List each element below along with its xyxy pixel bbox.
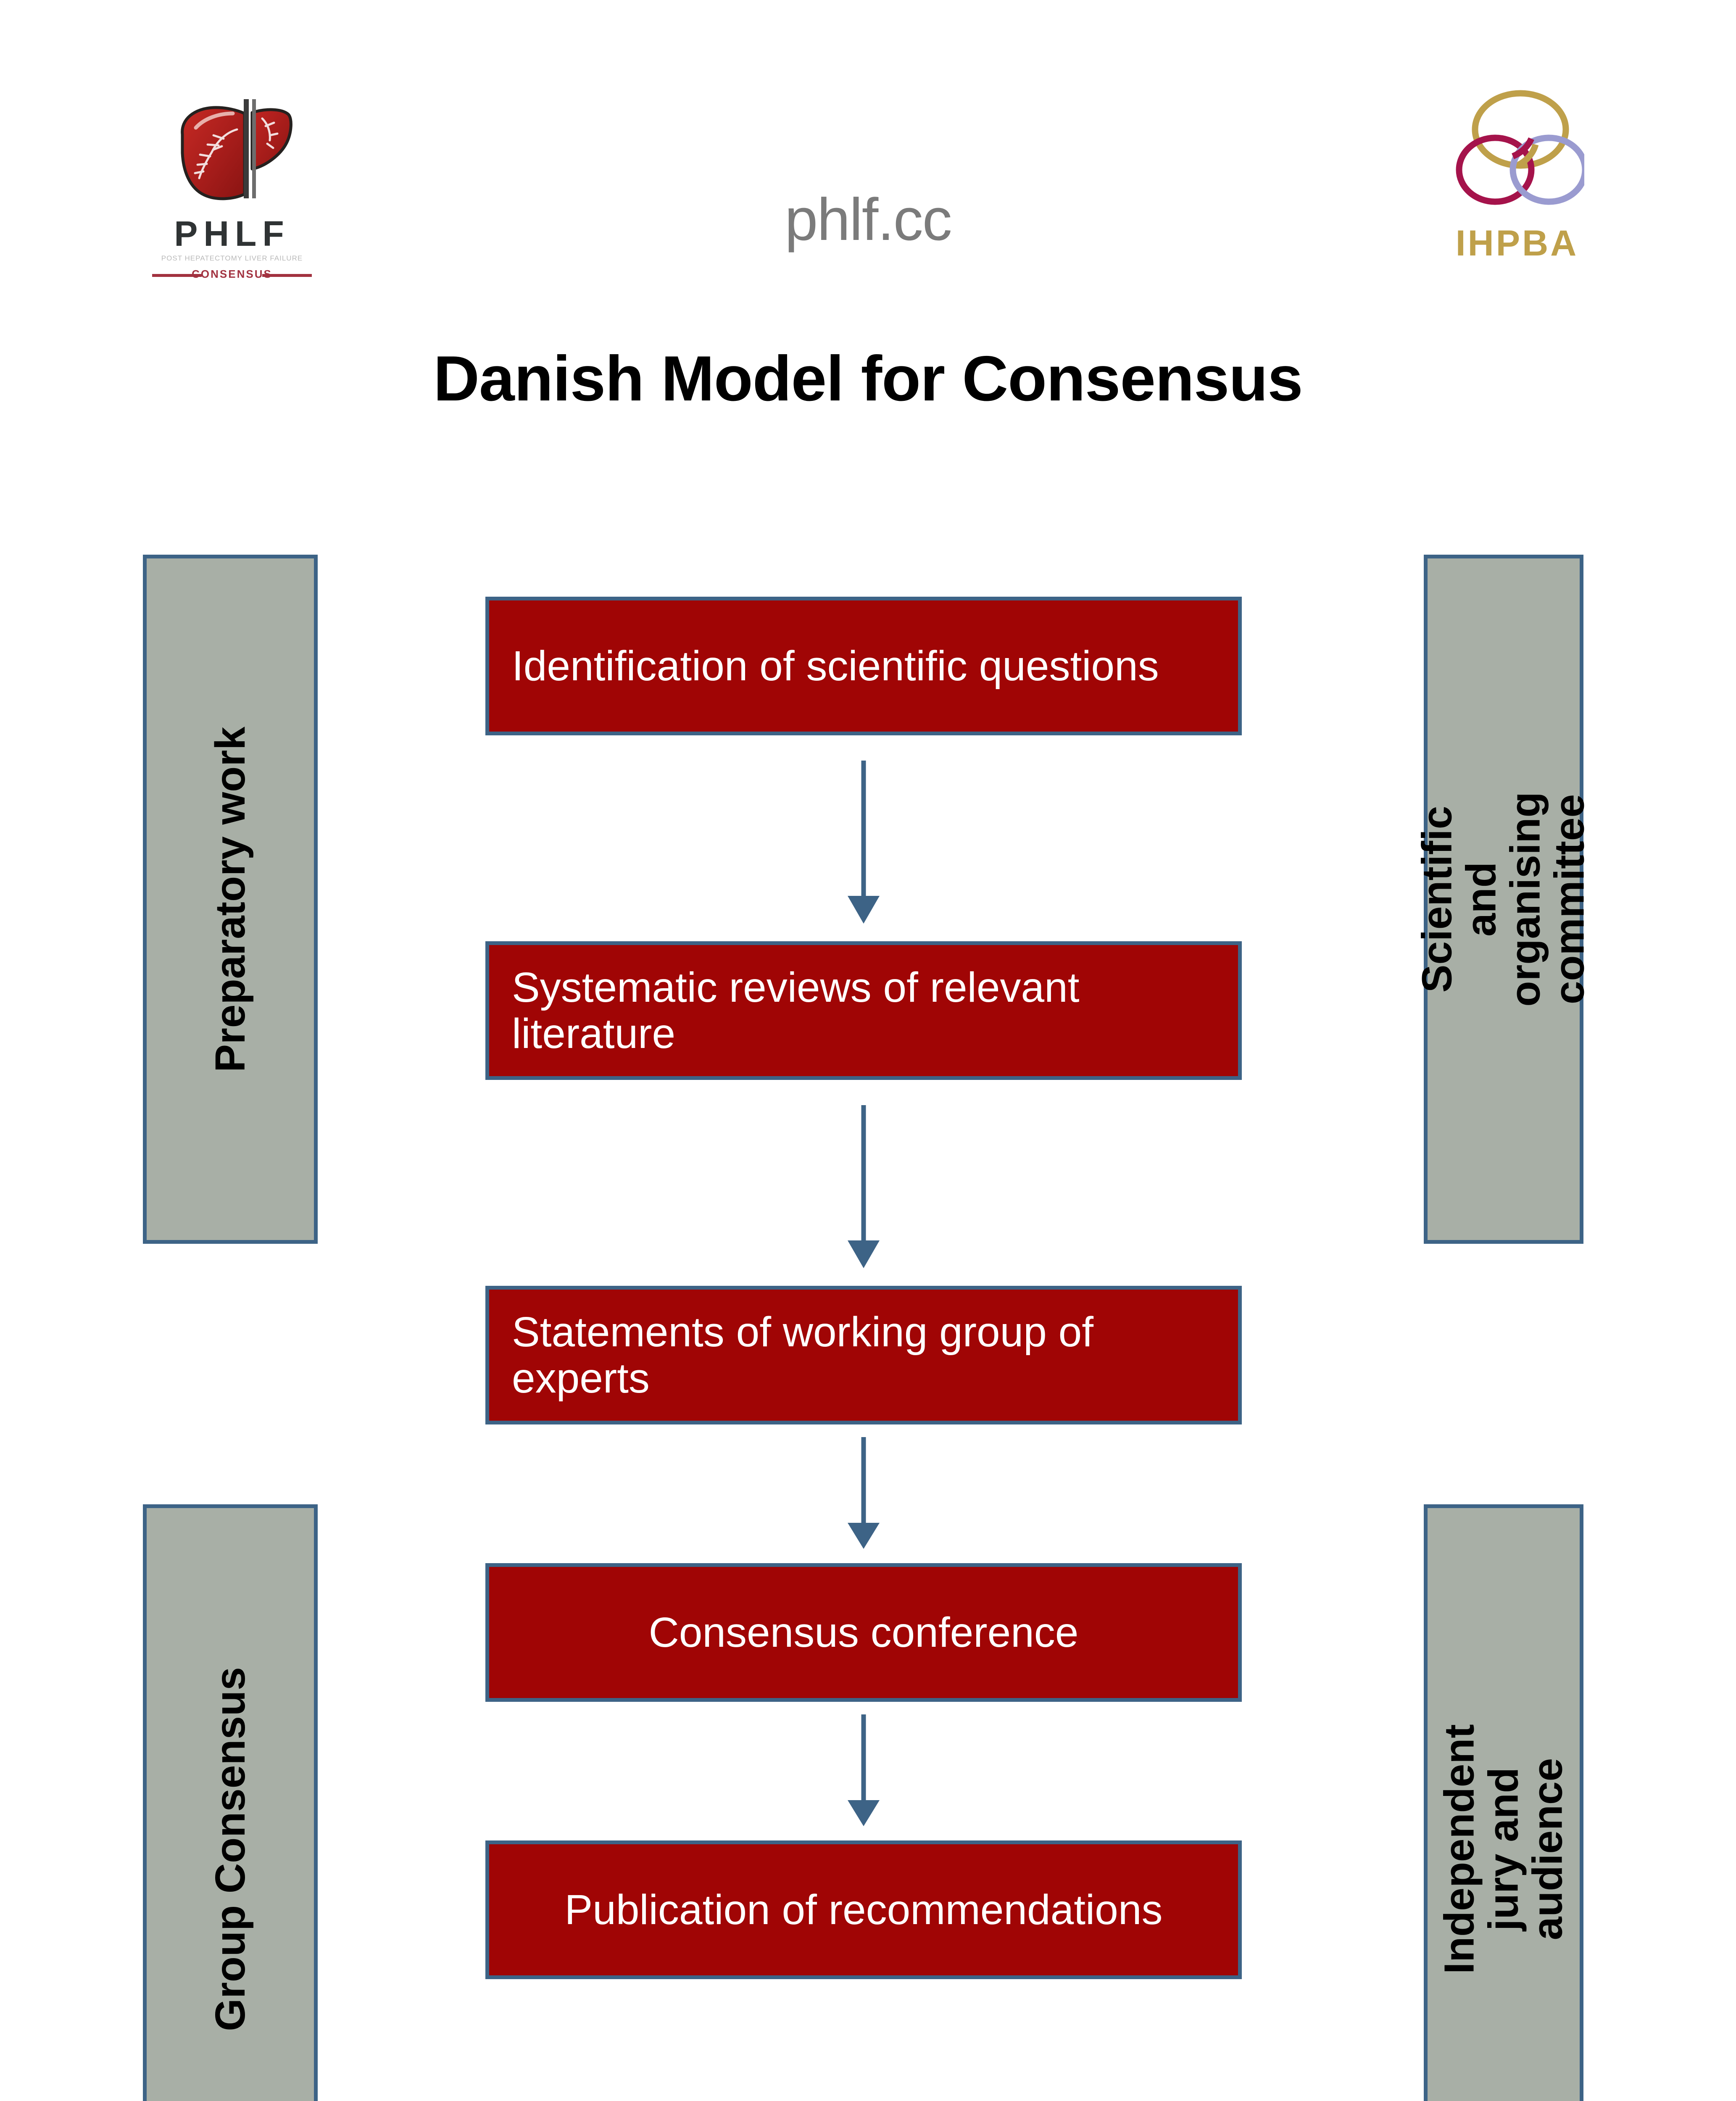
flow-step-systematic-reviews: Systematic reviews of relevant literatur… bbox=[485, 941, 1242, 1080]
side-panel-group-consensus: Group Consensus bbox=[143, 1504, 318, 2101]
side-panel-independent-jury-and-audience: Independent jury and audience bbox=[1424, 1504, 1583, 2101]
flow-step-label: Systematic reviews of relevant literatur… bbox=[512, 964, 1080, 1057]
side-panel-label: Group Consensus bbox=[206, 1667, 254, 2031]
flow-step-label: Statements of working group of experts bbox=[512, 1309, 1094, 1402]
phlf-logo: PHLF POST HEPATECTOMY LIVER FAILURE CONS… bbox=[148, 82, 316, 284]
phlf-wordmark: PHLF bbox=[174, 214, 290, 253]
side-panel-scientific-and-organising-committee: Scientific and organising committee bbox=[1414, 555, 1593, 1244]
ribbon-line-left bbox=[152, 274, 202, 277]
side-panel-label: Independent jury and audience bbox=[1436, 1724, 1571, 1974]
phlf-ribbon-label: CONSENSUS bbox=[192, 268, 272, 280]
flow-arrow-4 bbox=[485, 1702, 1242, 1840]
flow-step-label: Publication of recommendations bbox=[564, 1886, 1163, 1933]
flow-arrow-2 bbox=[485, 1080, 1242, 1286]
flow-step-identification: Identification of scientific questions bbox=[485, 597, 1242, 735]
ihpba-logo: IHPBA bbox=[1433, 82, 1601, 284]
site-url: phlf.cc bbox=[785, 186, 952, 253]
phlf-ribbon: CONSENSUS bbox=[152, 268, 312, 281]
flow-arrow-1 bbox=[485, 735, 1242, 941]
process-flow: Identification of scientific questions S… bbox=[485, 597, 1242, 1979]
page-title: Danish Model for Consensus bbox=[433, 343, 1303, 414]
side-panel-preparatory-work: Preparatory work bbox=[143, 555, 318, 1244]
flow-arrow-3 bbox=[485, 1424, 1242, 1563]
flow-step-consensus-conference: Consensus conference bbox=[485, 1563, 1242, 1702]
side-panel-label: Scientific and organising committee bbox=[1414, 792, 1593, 1007]
ribbon-line-right bbox=[262, 274, 312, 277]
flow-step-label: Identification of scientific questions bbox=[512, 642, 1159, 690]
flow-step-label: Consensus conference bbox=[648, 1609, 1079, 1656]
liver-icon bbox=[170, 89, 296, 211]
side-panel-label: Preparatory work bbox=[206, 726, 254, 1072]
flow-step-statements: Statements of working group of experts bbox=[485, 1286, 1242, 1424]
phlf-tagline: POST HEPATECTOMY LIVER FAILURE bbox=[161, 254, 303, 262]
interlocking-rings-icon bbox=[1450, 82, 1584, 221]
flow-step-publication: Publication of recommendations bbox=[485, 1840, 1242, 1979]
ihpba-wordmark: IHPBA bbox=[1455, 223, 1579, 263]
